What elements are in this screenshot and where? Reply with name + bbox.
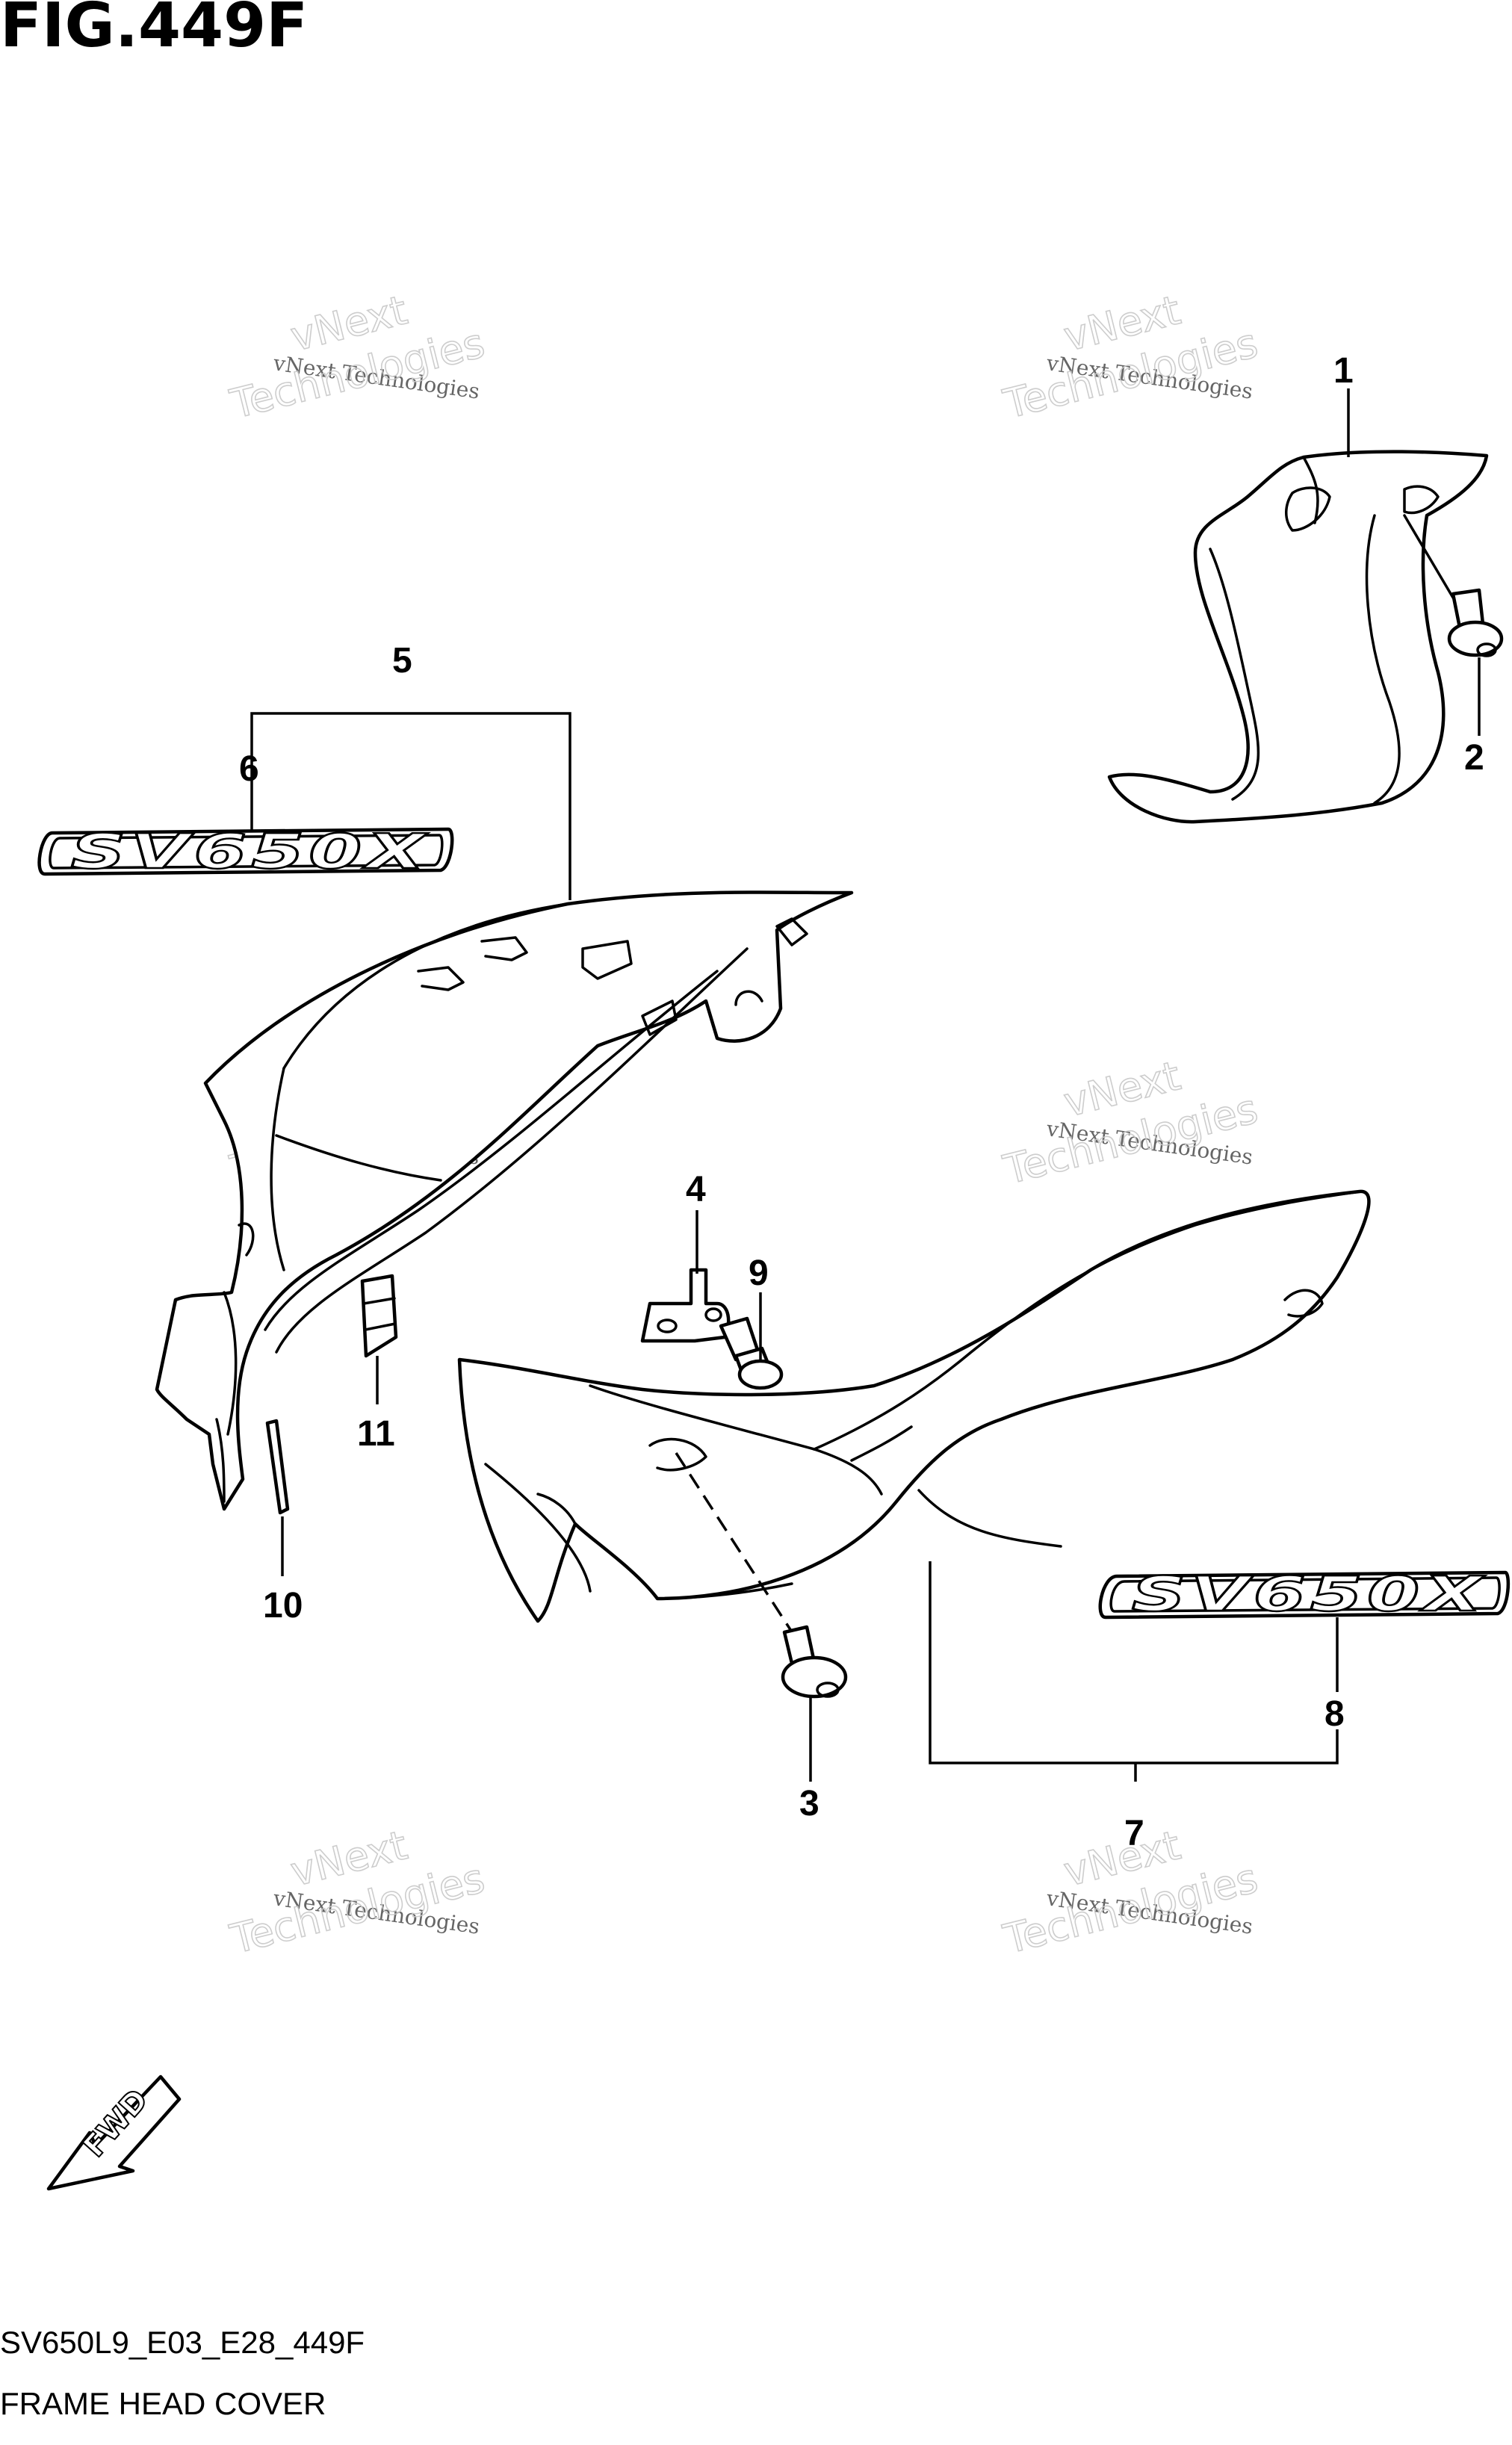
- part-11-pad[interactable]: [360, 1274, 398, 1358]
- emblem-label: SV650X: [1132, 1567, 1487, 1623]
- callouts: 1 2 3 4 5 6 7 8 9 10 11: [239, 351, 1484, 1853]
- part-3-screw[interactable]: [675, 1452, 848, 1699]
- figure-name: FRAME HEAD COVER: [0, 2386, 326, 2421]
- part-7-right-cover[interactable]: [457, 1189, 1371, 1623]
- watermark-top-left: vNext Technologies vNext Technologies: [225, 286, 489, 429]
- callout-7: 7: [1124, 1814, 1144, 1853]
- part-4-bracket[interactable]: [640, 1268, 731, 1343]
- callout-8: 8: [1324, 1694, 1345, 1734]
- callout-3: 3: [799, 1784, 819, 1823]
- emblem-label: SV650X: [71, 825, 430, 880]
- figure-title: FIG.449F: [0, 0, 308, 61]
- callout-4: 4: [686, 1170, 706, 1209]
- leader-5: [250, 712, 571, 900]
- part-1-cover[interactable]: [1107, 450, 1489, 824]
- watermark-bottom-left: vNext Technologies vNext Technologies: [225, 1821, 489, 1964]
- callout-1: 1: [1333, 351, 1354, 391]
- leader-lines: [250, 388, 1481, 1782]
- figure-code: SV650L9_E03_E28_449F: [0, 2325, 365, 2360]
- part-9-bolt[interactable]: [719, 1316, 784, 1390]
- part-5-left-cover[interactable]: [155, 890, 854, 1511]
- callout-10: 10: [263, 1586, 303, 1626]
- callout-6: 6: [239, 749, 259, 789]
- part-2-screw[interactable]: [1403, 514, 1504, 657]
- watermark-middle-right: vNext Technologies vNext Technologies: [998, 1052, 1262, 1194]
- callout-2: 2: [1464, 738, 1484, 778]
- fwd-arrow-icon: FWD: [46, 2074, 182, 2191]
- part-6-emblem[interactable]: SV650X: [37, 824, 454, 881]
- part-10-strip[interactable]: [265, 1419, 290, 1515]
- callout-9: 9: [749, 1254, 769, 1293]
- part-8-emblem[interactable]: SV650X: [1098, 1567, 1511, 1623]
- leader-7: [929, 1561, 1339, 1764]
- callout-5: 5: [392, 641, 412, 681]
- watermark-top-right: vNext Technologies vNext Technologies: [998, 286, 1262, 429]
- callout-11: 11: [357, 1414, 395, 1454]
